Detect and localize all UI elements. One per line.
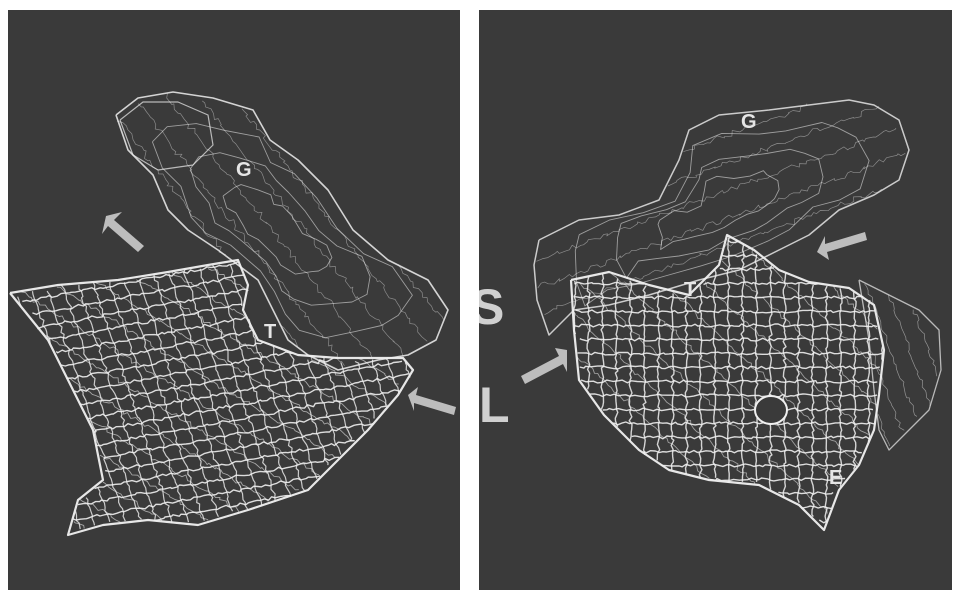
arrow-icon (100, 210, 150, 254)
left-wireframe-mesh (8, 10, 460, 590)
arrow-icon (404, 385, 460, 421)
right-wireframe-panel: G T E S L (479, 10, 952, 590)
right-label-l: L (479, 380, 510, 430)
arrow-icon (815, 228, 871, 264)
left-label-g: G (236, 160, 252, 180)
right-label-t: T (684, 280, 696, 300)
right-wireframe-mesh (479, 10, 952, 590)
left-wireframe-panel: G T (8, 10, 460, 590)
right-label-s: S (479, 282, 504, 332)
left-label-t: T (264, 322, 276, 342)
right-label-e: E (829, 468, 842, 488)
right-label-g: G (741, 112, 757, 132)
arrow-icon (517, 346, 571, 386)
